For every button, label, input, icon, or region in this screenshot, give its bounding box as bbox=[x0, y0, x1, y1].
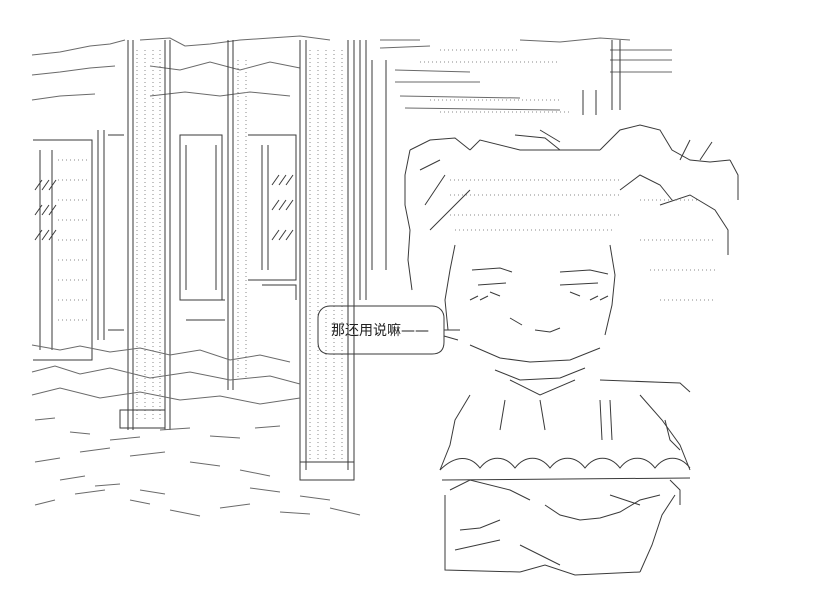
speech-bubble-shape bbox=[317, 305, 460, 355]
background-shelves bbox=[31, 35, 672, 517]
character-figure bbox=[404, 124, 739, 576]
